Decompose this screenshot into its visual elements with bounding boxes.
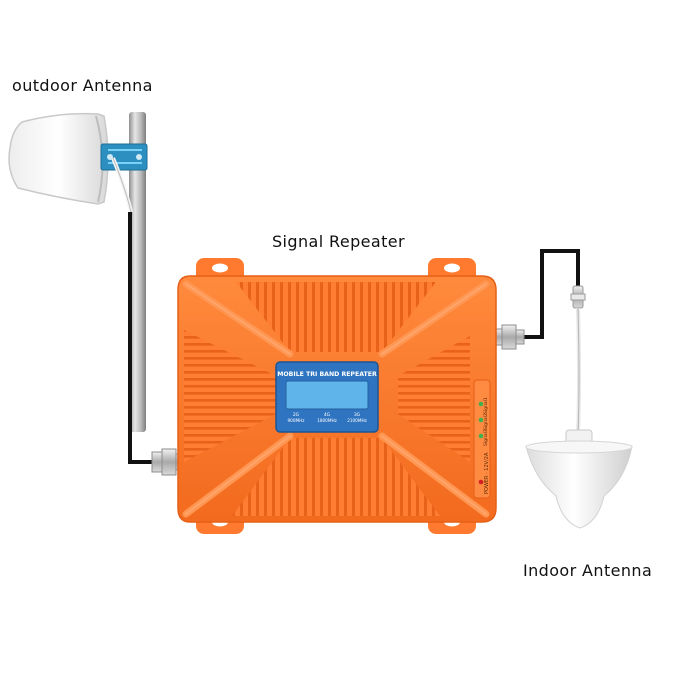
indoor-antenna-label: Indoor Antenna <box>523 561 653 580</box>
indoor-antenna <box>525 285 633 529</box>
band-3-name: 3G <box>354 412 361 418</box>
band-2-name: 4G <box>324 412 331 418</box>
power-led <box>478 479 484 485</box>
signal-repeater-label: Signal Repeater <box>272 232 405 251</box>
top-fins <box>236 282 436 352</box>
indicator-label-2: Signal2 <box>483 413 489 430</box>
indicator-label-3: Signal3 <box>483 429 489 446</box>
band-3-freq: 2100MHz <box>347 418 367 423</box>
indicator-labels: Signal1 Signal2 Signal3 <box>483 397 489 446</box>
band-1-freq: 900MHz <box>288 418 306 423</box>
side-label: POWER · 12V/2A <box>484 452 490 494</box>
display-title: MOBILE TRI BAND REPEATER <box>277 371 377 378</box>
yagi-panel <box>8 112 109 205</box>
mast-pole <box>129 112 146 432</box>
band-2-freq: 1800MHz <box>317 418 337 423</box>
left-fins <box>184 330 276 462</box>
signal-led-3 <box>478 433 484 439</box>
signal-led-1 <box>478 401 484 407</box>
indicator-strip <box>473 379 491 499</box>
band-1-name: 2G <box>293 412 300 418</box>
signal-repeater: POWER · 12V/2A Signal1 Signal2 Signal3 M… <box>177 258 497 534</box>
display-screen <box>285 380 369 410</box>
outdoor-antenna-label: outdoor Antenna <box>12 76 153 95</box>
output-connector <box>493 324 525 350</box>
indicator-label-1: Signal1 <box>483 397 489 414</box>
signal-led-2 <box>478 417 484 423</box>
right-fins <box>398 336 470 462</box>
outdoor-cable <box>128 212 158 464</box>
dome-body <box>525 440 633 529</box>
indoor-cable <box>518 249 580 339</box>
bottom-fins <box>232 438 440 516</box>
outdoor-antenna <box>8 112 148 432</box>
band-labels: 2G 900MHz 4G 1800MHz 3G 2100MHz <box>288 412 368 423</box>
